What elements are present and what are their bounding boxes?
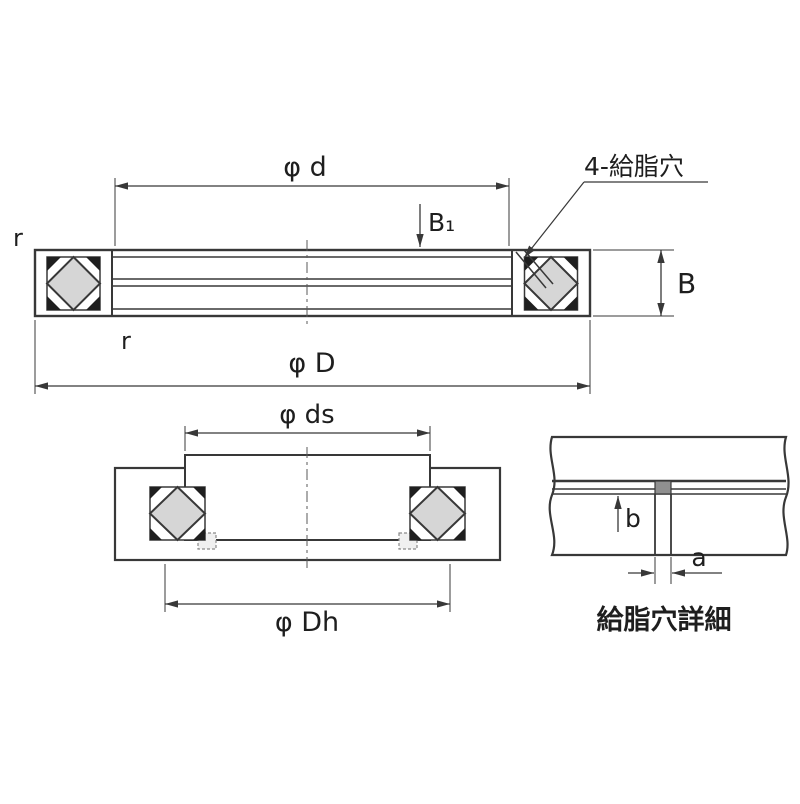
dimension-b-width: B [593,249,696,317]
grease-hole-note: 4-給脂穴 [584,152,684,181]
corner-seal [47,296,61,310]
crossed-roller [523,255,579,312]
grease-hole-detail-view: b a 給脂穴詳細 [548,435,790,636]
dim-phi-d-label: φ d [283,152,327,183]
corner-seal [150,487,162,499]
grease-hole-callout: 4-給脂穴 [523,152,708,259]
dim-a-label: a [691,543,706,572]
corner-seal [410,487,422,499]
crossed-roller [148,485,207,542]
corner-seal [193,528,205,540]
corner-seal [410,528,422,540]
dimension-phi-ds: φ ds [184,400,431,451]
dimension-phi-Dh: φ Dh [164,564,451,638]
corner-seal [453,487,465,499]
crossed-roller [45,255,102,312]
corner-seal [86,257,100,271]
corner-seal [47,257,61,271]
dimension-phi-D: φ D [34,320,591,394]
roller-pocket-left [148,485,207,542]
corner-seal [86,296,100,310]
corner-seal [453,528,465,540]
grease-hole-plug [654,480,672,495]
dimension-a-diameter: a [628,543,722,577]
r-inner-label: r [121,327,131,355]
detail-caption: 給脂穴詳細 [597,604,732,636]
corner-seal [193,487,205,499]
dim-b-label: b [625,504,641,533]
dimension-b-depth: b [614,496,641,533]
dim-b1-label: B₁ [428,208,455,237]
top-section-view: φ d B₁ B φ D r r 4-給脂穴 [13,152,708,394]
corner-seal [150,528,162,540]
dim-phi-Dh-label: φ Dh [275,607,339,638]
dim-phi-ds-label: φ ds [279,400,334,430]
corner-seal [563,296,578,310]
bearing-outline [33,248,592,318]
corner-seal [563,257,578,271]
mounted-section-view: φ ds φ Dh [113,400,502,638]
grease-hole-line [515,251,547,289]
r-outer-label: r [13,224,23,252]
corner-seal [524,296,539,310]
ring-section-outline [548,435,790,557]
dim-phi-D-label: φ D [288,348,335,379]
dimension-phi-d: φ d [114,152,510,246]
roller-pocket-left [45,255,102,312]
roller-pocket-right [515,249,579,312]
dimension-b1: B₁ [416,204,455,247]
crossed-roller [408,485,467,542]
dim-b-label: B [677,267,696,300]
roller-pocket-right [408,485,467,542]
leader-line [523,181,585,259]
